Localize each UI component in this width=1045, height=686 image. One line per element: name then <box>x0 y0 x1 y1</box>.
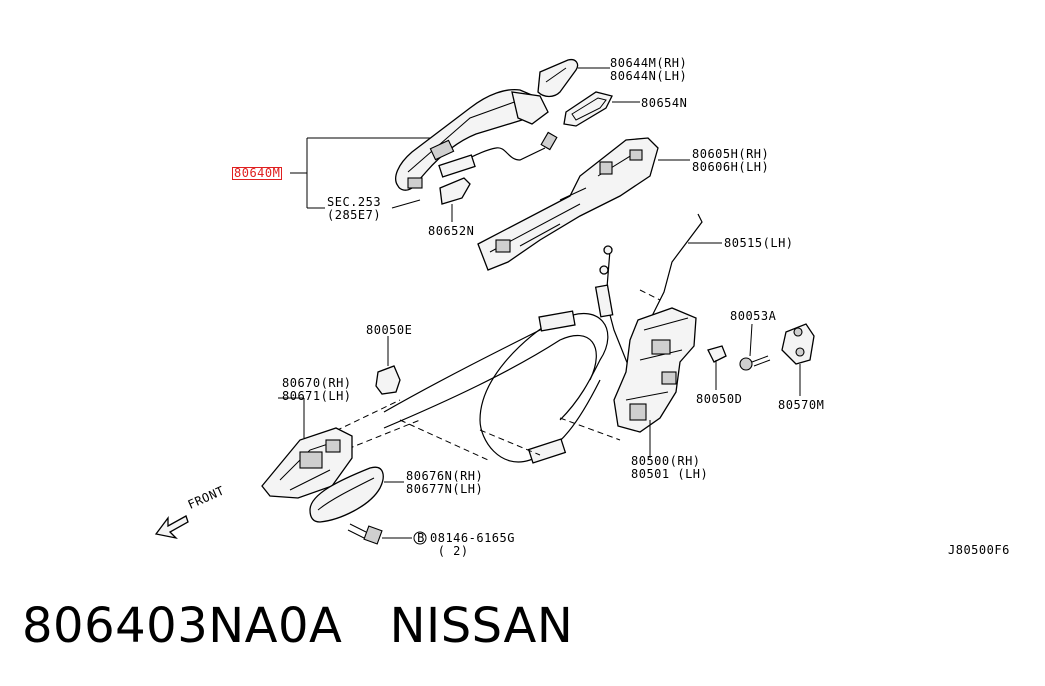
bolt-08146 <box>347 523 427 545</box>
label-80670: 80670(RH) 80671(LH) <box>282 376 352 403</box>
label-80676n: 80676N(RH) 80677N(LH) <box>406 469 484 496</box>
handle-gasket <box>563 91 640 127</box>
label-80654n: 80654N <box>641 96 688 110</box>
bolt-80050d <box>707 345 727 390</box>
front-arrow <box>154 515 189 540</box>
inside-handle <box>261 397 353 499</box>
label-80652n: 80652N <box>428 224 475 238</box>
label-80515: 80515(LH) <box>724 236 794 250</box>
door-lock-actuator <box>613 307 697 458</box>
cables <box>383 245 635 464</box>
label-08146: 08146-6165G ( 2) <box>430 531 515 558</box>
label-bracket <box>290 137 430 209</box>
lock-rod <box>649 213 703 321</box>
seal <box>439 177 471 222</box>
label-80053a: 80053A <box>730 309 777 323</box>
label-80050d: 80050D <box>696 392 743 406</box>
bolt-mark-b: B <box>417 531 425 545</box>
label-ref-code: J80500F6 <box>948 543 1010 557</box>
label-80570m: 80570M <box>778 398 825 412</box>
label-80050e: 80050E <box>366 323 413 337</box>
striker <box>781 323 815 396</box>
label-80500: 80500(RH) 80501 (LH) <box>631 454 709 481</box>
part-number-caption: 806403NA0A NISSAN <box>22 598 574 654</box>
screw-80053a <box>739 323 771 371</box>
handle-frame <box>477 137 690 271</box>
label-80605h: 80605H(RH) 80606H(LH) <box>692 147 770 174</box>
clip <box>375 336 401 395</box>
handle-escutcheon <box>537 58 610 98</box>
label-sec-253: SEC.253 (285E7) <box>327 195 382 222</box>
outside-handle <box>395 88 549 191</box>
label-80644m: 80644M(RH) 80644N(LH) <box>610 56 688 83</box>
label-80640m-highlighted: 80640M <box>232 166 283 180</box>
inside-handle-escutcheon <box>309 466 404 523</box>
